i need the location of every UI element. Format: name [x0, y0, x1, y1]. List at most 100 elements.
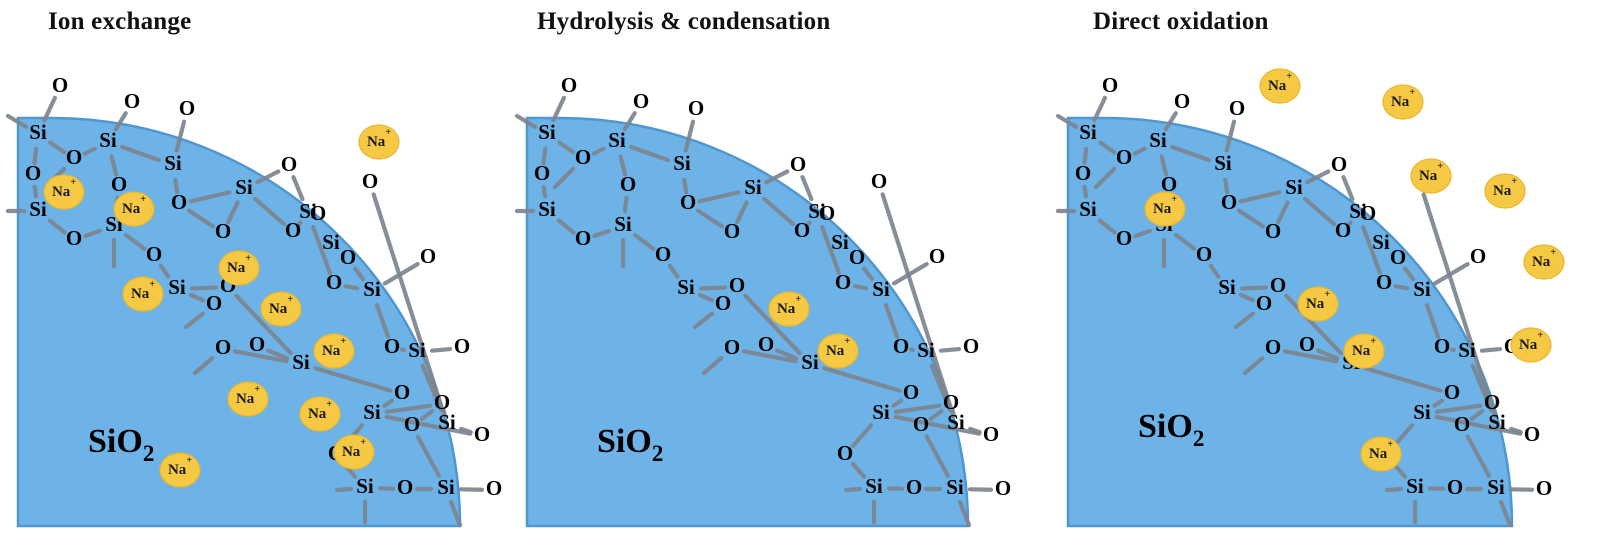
- oxygen-atom-label: O: [52, 73, 68, 97]
- bond: [592, 228, 611, 239]
- sodium-symbol: Na: [1352, 343, 1371, 359]
- oxygen-atom-label: O: [1256, 291, 1272, 315]
- sodium-symbol: Na: [227, 260, 246, 276]
- bond: [1224, 119, 1237, 153]
- oxygen-atom-label: O: [1299, 332, 1315, 356]
- sodium-ion-internal: Na+: [113, 191, 155, 227]
- oxygen-atom-label: O: [633, 89, 649, 113]
- silicon-atom-label: Si: [808, 199, 826, 223]
- bulk-sio2-text: SiO: [597, 423, 652, 460]
- sodium-ion-internal: Na+: [227, 381, 269, 417]
- oxygen-atom-label: O: [1434, 334, 1450, 358]
- sodium-ion-circle: [817, 333, 859, 369]
- bond: [232, 349, 289, 364]
- bond: [1465, 434, 1491, 478]
- bond: [1238, 292, 1256, 303]
- oxygen-atom-label: O: [362, 169, 378, 193]
- bond: [255, 169, 281, 185]
- sodium-symbol: Na: [131, 286, 150, 302]
- bond: [1403, 266, 1416, 282]
- bond: [764, 169, 790, 185]
- sodium-ion-internal: Na+: [218, 250, 260, 286]
- bond-dangling: [957, 499, 972, 528]
- oxygen-atom-label: O: [1524, 422, 1540, 446]
- silicon-atom-label: Si: [1413, 277, 1431, 301]
- sodium-ion-label: Na+: [777, 294, 801, 317]
- sodium-ion-circle: [1297, 286, 1339, 322]
- sodium-ion-label: Na+: [269, 294, 293, 317]
- sodium-charge-superscript: +: [254, 384, 260, 395]
- sodium-charge-superscript: +: [1550, 247, 1556, 258]
- bond: [415, 434, 441, 478]
- bond: [42, 95, 58, 123]
- silicon-atom-label: Si: [292, 350, 310, 374]
- oxygen-atom-label: O: [729, 273, 745, 297]
- sodium-charge-superscript: +: [1370, 336, 1376, 347]
- sodium-ion-internal: Na+: [122, 276, 164, 312]
- silicon-atom-label: Si: [437, 475, 455, 499]
- bond: [862, 266, 875, 282]
- sodium-ion-circle: [113, 191, 155, 227]
- silicon-atom-label: Si: [744, 175, 762, 199]
- bond: [253, 196, 287, 227]
- oxygen-atom-label: O: [534, 161, 550, 185]
- sodium-ion-internal: Na+: [299, 396, 341, 432]
- oxygen-atom-label: O: [1229, 96, 1245, 120]
- bond: [374, 303, 391, 339]
- sodium-ion-internal: Na+: [260, 291, 302, 327]
- bond: [353, 266, 366, 282]
- silicon-atom-label: Si: [29, 197, 47, 221]
- oxygen-atom-label: O: [1265, 335, 1281, 359]
- bulk-sio2-subscript: 2: [652, 441, 664, 466]
- oxygen-atom-label: O: [384, 334, 400, 358]
- bulk-sio2-text: SiO: [88, 423, 143, 460]
- bond: [113, 111, 128, 132]
- sodium-ion-internal: Na+: [1297, 286, 1339, 322]
- silicon-atom-label: Si: [917, 338, 935, 362]
- oxygen-atom-label: O: [1335, 218, 1351, 242]
- silicon-atom-label: Si: [1079, 197, 1097, 221]
- silicon-atom-label: Si: [608, 128, 626, 152]
- sodium-symbol: Na: [168, 462, 187, 478]
- oxygen-atom-label: O: [1116, 226, 1132, 250]
- sodium-ion-label: Na+: [1532, 247, 1556, 270]
- oxygen-atom-label: O: [215, 219, 231, 243]
- sodium-charge-superscript: +: [1537, 330, 1543, 341]
- sodium-charge-superscript: +: [1409, 87, 1415, 98]
- sodium-symbol: Na: [342, 444, 361, 460]
- bond: [1432, 261, 1470, 286]
- bond: [296, 220, 303, 227]
- oxygen-atom-label: O: [171, 190, 187, 214]
- panel-title-direct-oxidation: Direct oxidation: [1093, 8, 1269, 35]
- sodium-ion-circle: [299, 396, 341, 432]
- oxygen-atom-label: O: [1174, 89, 1190, 113]
- bond: [1223, 177, 1230, 195]
- sodium-symbol: Na: [236, 391, 255, 407]
- sodium-charge-superscript: +: [245, 253, 251, 264]
- silicon-atom-label: Si: [872, 400, 890, 424]
- bond: [775, 348, 799, 361]
- bulk-sio2-text: SiO: [1138, 408, 1193, 445]
- oxygen-atom-label: O: [983, 422, 999, 446]
- oxygen-atom-label: O: [124, 89, 140, 113]
- sodium-ion-label: Na+: [308, 399, 332, 422]
- silicon-atom-label: Si: [801, 350, 819, 374]
- silicon-atom-label: Si: [168, 275, 186, 299]
- oxygen-atom-label: O: [1270, 273, 1286, 297]
- bond: [173, 177, 180, 195]
- bond: [1434, 403, 1483, 414]
- bond: [1469, 408, 1485, 422]
- oxygen-atom-label: O: [1265, 219, 1281, 243]
- oxygen-atom-label: O: [310, 201, 326, 225]
- bond: [188, 292, 206, 303]
- sodium-ion-external: Na+: [1259, 68, 1301, 104]
- bond: [1276, 200, 1290, 225]
- sodium-symbol: Na: [1419, 168, 1438, 184]
- sodium-ion-circle: [227, 381, 269, 417]
- oxygen-atom-label: O: [1484, 390, 1500, 414]
- bond: [47, 218, 67, 235]
- sodium-symbol: Na: [52, 184, 71, 200]
- silicon-atom-label: Si: [947, 410, 965, 434]
